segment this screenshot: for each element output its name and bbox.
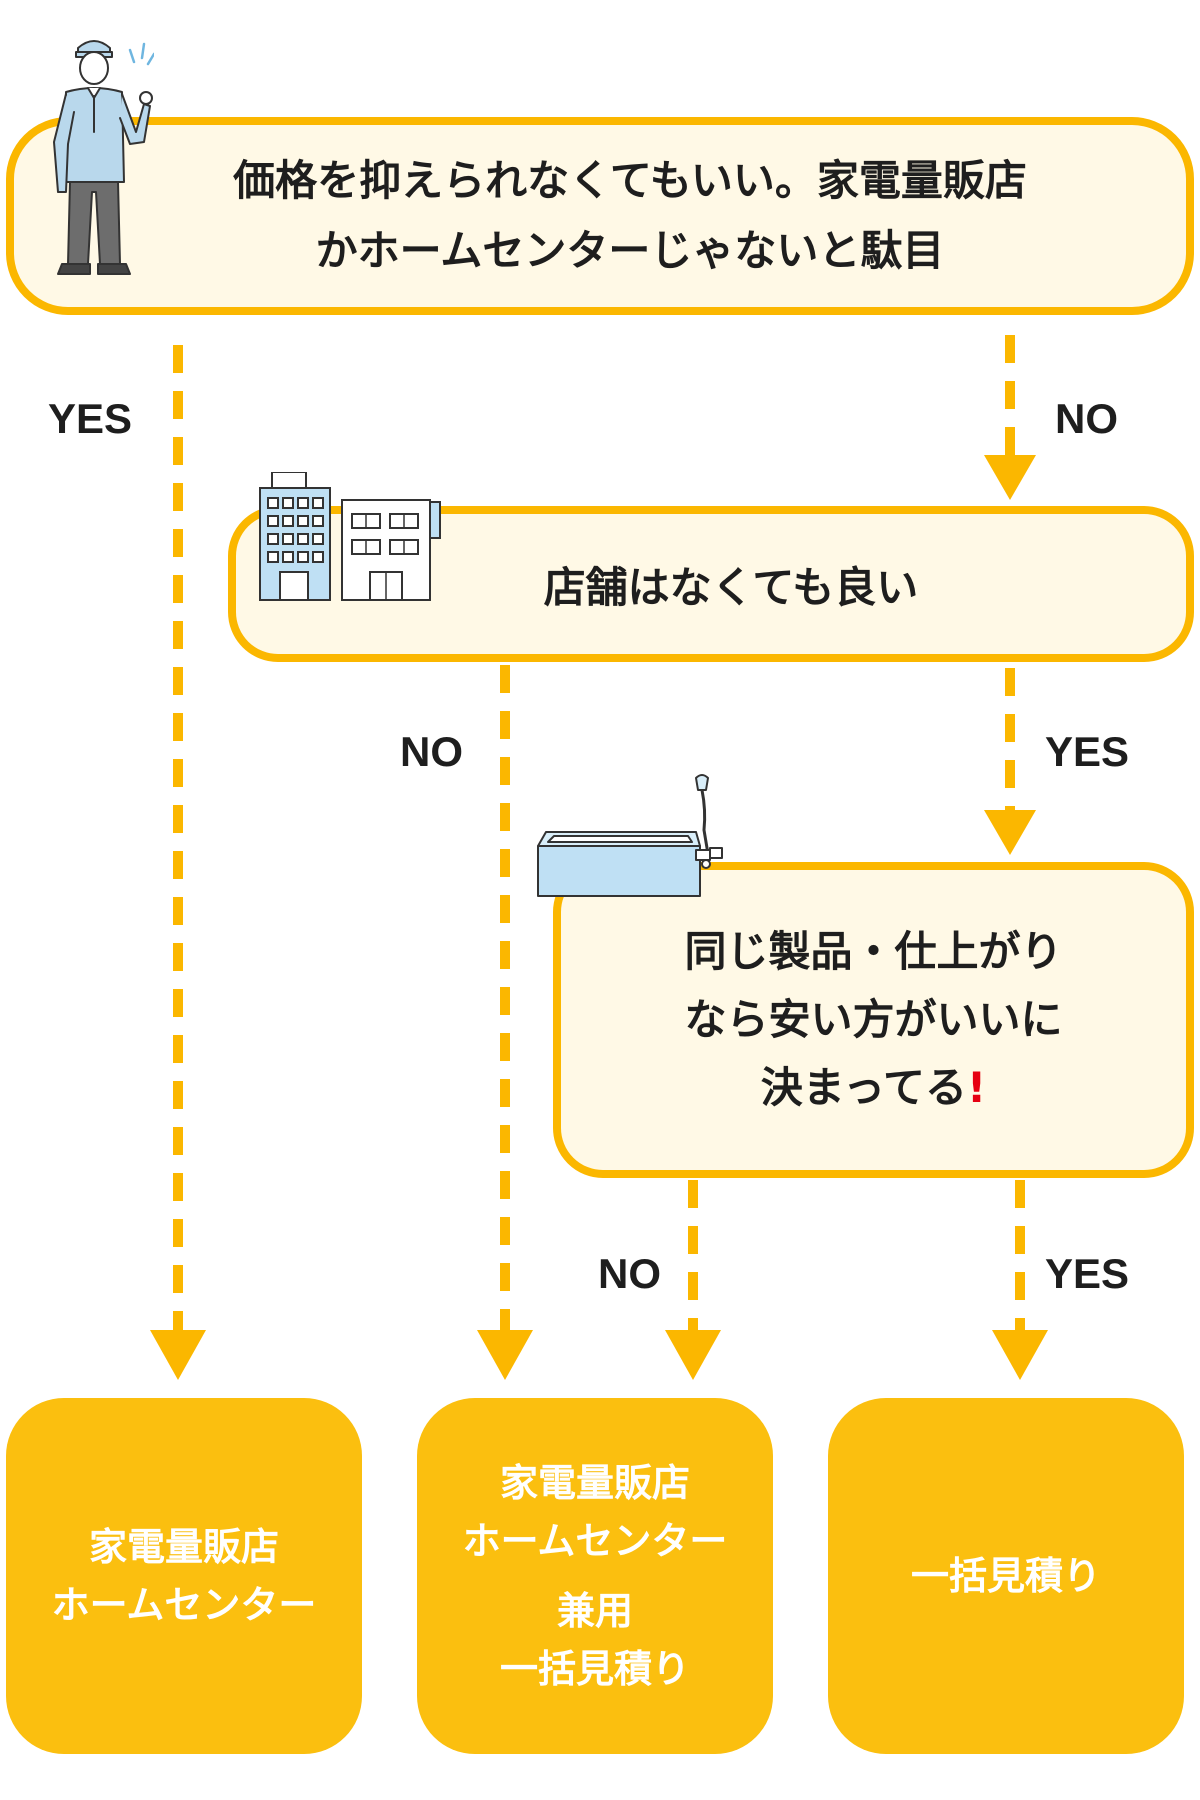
result-2-line1: 家電量販店 (499, 1461, 690, 1505)
result-2-line4: 一括見積り (499, 1647, 690, 1691)
question-1-text: 価格を抑えられなくてもいい。家電量販店 かホームセンターじゃないと駄目 (173, 146, 1027, 286)
result-2-line2: ホームセンター (462, 1519, 728, 1563)
arrowhead-q2-yes (984, 810, 1036, 855)
result-box-3: 一括見積り (828, 1398, 1184, 1754)
arrowhead-q3-yes (992, 1330, 1048, 1380)
question-1-line2: かホームセンターじゃないと駄目 (315, 226, 945, 275)
question-3-line1: 同じ製品・仕上がり (684, 927, 1063, 976)
result-1-line1: 家電量販店 (88, 1525, 279, 1569)
question-1-line1: 価格を抑えられなくてもいい。家電量販店 (233, 156, 1027, 205)
question-3-line2: なら安い方がいいに (684, 995, 1063, 1044)
arrowhead-q2-no (477, 1330, 533, 1380)
label-q3-no: NO (598, 1250, 661, 1297)
question-3-line3: 決まってる (760, 1063, 968, 1112)
result-box-1: 家電量販店 ホームセンター (6, 1398, 362, 1754)
result-2-line3: 兼用 (556, 1589, 633, 1633)
label-q2-yes: YES (1045, 728, 1130, 775)
label-q2-no: NO (400, 728, 463, 775)
label-q3-yes: YES (1045, 1250, 1130, 1297)
question-2-text: 店舗はなくても良い (543, 562, 919, 612)
result-3-line1: 一括見積り (910, 1554, 1101, 1598)
label-q1-yes: YES (48, 395, 133, 442)
question-3-text: 同じ製品・仕上がり なら安い方がいいに 決まってる! (684, 918, 1062, 1122)
result-1-line2: ホームセンター (51, 1583, 317, 1627)
result-box-2: 家電量販店 ホームセンター 兼用 一括見積り (417, 1398, 773, 1754)
question-box-1: 価格を抑えられなくてもいい。家電量販店 かホームセンターじゃないと駄目 (6, 117, 1194, 315)
arrowhead-q3-no (665, 1330, 721, 1380)
arrowhead-q1-yes (150, 1330, 206, 1380)
bathtub-illustration (537, 774, 723, 897)
arrowhead-q1-no (984, 455, 1036, 500)
label-q1-no: NO (1055, 395, 1118, 442)
buildings-illustration (259, 472, 441, 601)
worker-illustration (53, 40, 154, 275)
question-box-3: 同じ製品・仕上がり なら安い方がいいに 決まってる! (553, 862, 1194, 1178)
exclamation-mark: ! (967, 1063, 987, 1112)
